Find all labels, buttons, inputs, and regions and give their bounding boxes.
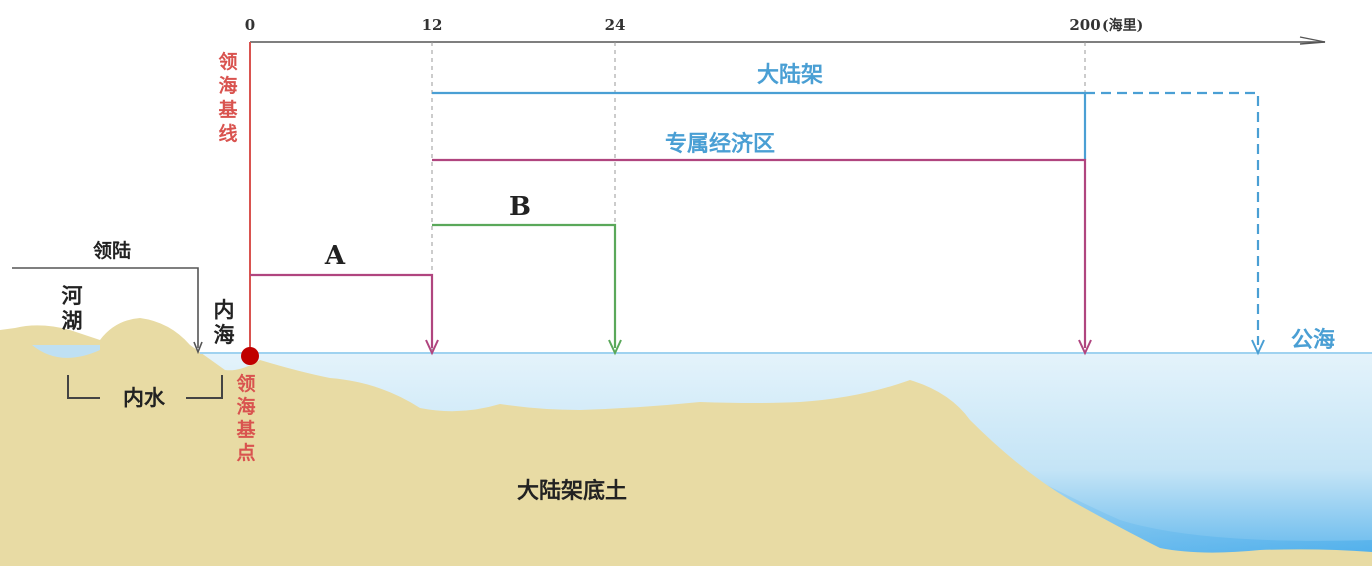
river-lake-char-2: 湖: [62, 308, 83, 333]
tick-label-0: 0: [245, 16, 255, 34]
baseline-char-3: 基: [217, 98, 238, 121]
inner-sea-char-1: 内: [214, 297, 235, 322]
eez-label: 专属经济区: [665, 131, 775, 157]
basepoint-char-4: 点: [236, 442, 255, 464]
basepoint-dot: [241, 347, 259, 365]
tick-label-12: 12: [422, 16, 443, 34]
a-zone-bracket: [250, 273, 434, 348]
land-seabed: [0, 318, 1372, 566]
a-zone-label: A: [324, 241, 346, 271]
baseline-char-1: 领: [218, 50, 237, 73]
basepoint-char-1: 领: [236, 372, 255, 395]
eez-bracket: [432, 158, 1087, 348]
tick-label-24: 24: [605, 16, 626, 34]
land-arrowhead: [193, 341, 203, 355]
land-label: 领陆: [93, 239, 131, 262]
axis-arrowhead: [1299, 36, 1326, 45]
inner-sea-char-2: 海: [214, 322, 235, 347]
river-lake-char-1: 河: [62, 283, 83, 308]
baseline-char-4: 线: [218, 122, 237, 145]
high-seas-label: 公海: [1291, 327, 1335, 353]
a-zone-arrowhead: [425, 339, 439, 356]
shelf-extension-arrowhead: [1251, 339, 1265, 356]
b-zone-arrowhead: [608, 339, 622, 356]
baseline-char-2: 海: [218, 74, 237, 97]
internal-waters-bracket: [67, 375, 223, 399]
b-zone-label: B: [509, 192, 531, 222]
subsoil-label: 大陆架底土: [517, 478, 627, 504]
shelf-extension-dashed: [1085, 91, 1260, 345]
b-zone-bracket: [432, 223, 617, 348]
internal-waters-label: 内水: [123, 385, 166, 410]
river-lake-water: [32, 345, 100, 358]
continental-shelf-label: 大陆架: [757, 62, 823, 88]
land-bracket: [12, 267, 199, 348]
basepoint-char-3: 基: [235, 418, 256, 441]
tick-label-200: 200: [1069, 16, 1100, 34]
axis-unit-label: (海里): [1102, 17, 1143, 34]
eez-arrowhead: [1078, 339, 1092, 356]
basepoint-char-2: 海: [236, 395, 255, 418]
